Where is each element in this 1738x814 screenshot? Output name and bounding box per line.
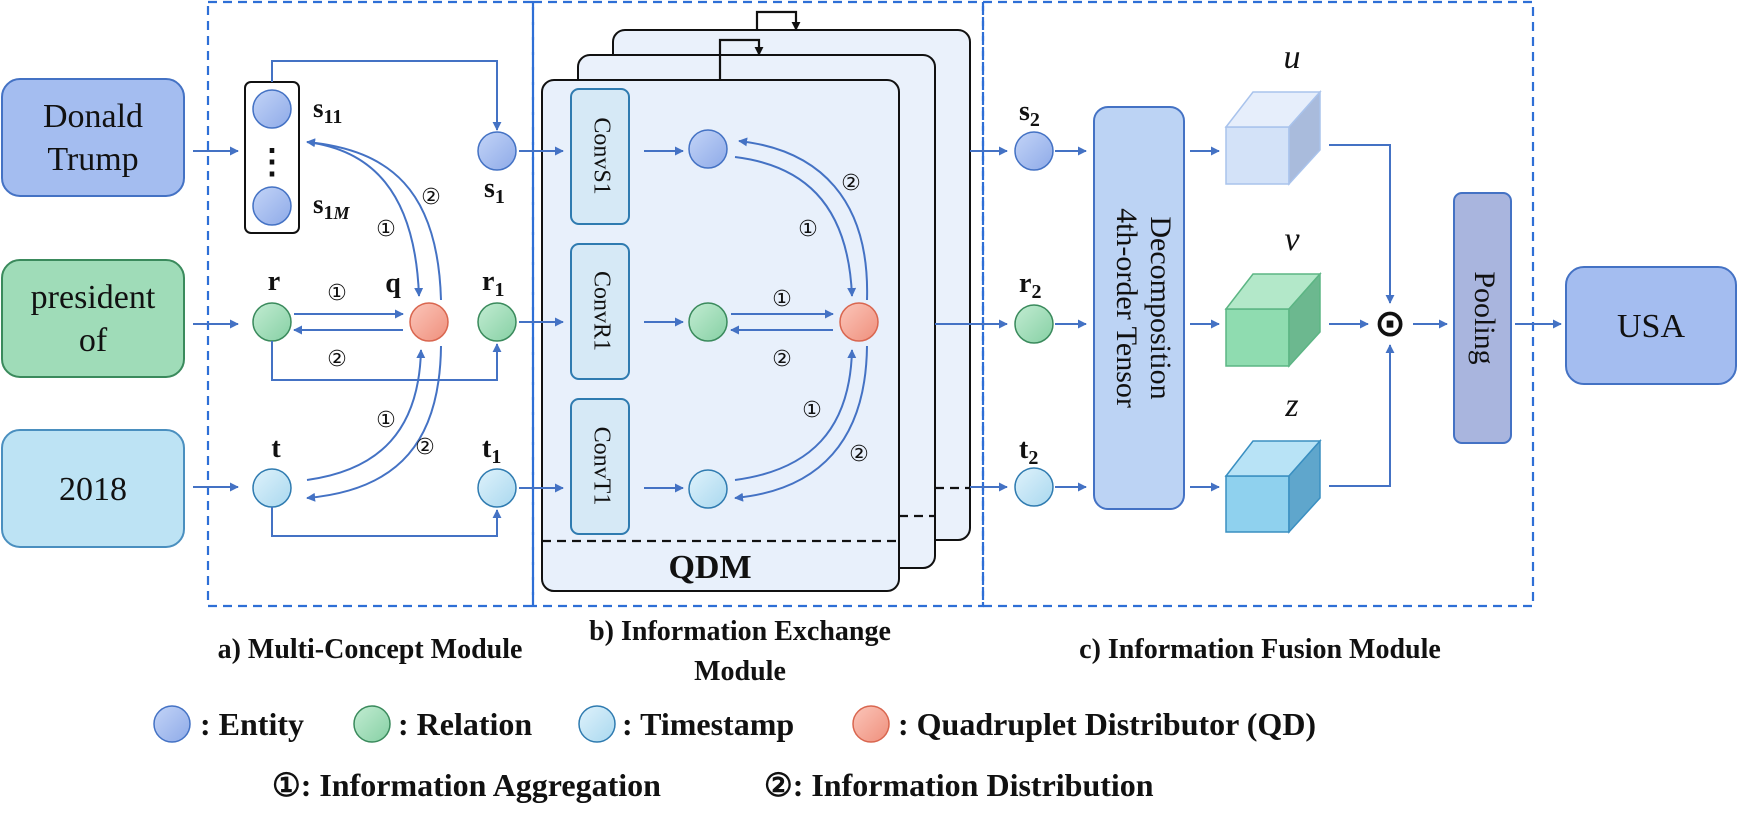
pooling-label: Pooling <box>1468 271 1501 364</box>
qdm-relation-node <box>688 302 728 342</box>
relation-node-r1 <box>477 302 517 342</box>
relation-node-r <box>252 302 292 342</box>
conv-r1-label: ConvR1 <box>588 271 614 351</box>
qd-node-q <box>409 302 449 342</box>
legend: : Entity : Relation : Timestamp : Quadru… <box>153 705 1316 803</box>
mark-1-sq: ① <box>376 217 396 242</box>
mark-1-rq: ① <box>327 281 347 306</box>
label-r: r <box>268 266 280 297</box>
tensor-cube-u <box>1224 90 1322 186</box>
legend-timestamp-swatch <box>578 705 616 743</box>
timestamp-node-t1 <box>477 468 517 508</box>
conv-s1-box <box>570 88 630 225</box>
mark-1-tq: ① <box>376 408 396 433</box>
label-s1M: s1M <box>313 189 351 224</box>
entity-node-s1 <box>477 131 517 171</box>
mark-2-tq: ② <box>415 435 435 460</box>
captions: a) Multi-Concept Module b) Information E… <box>218 616 1441 687</box>
legend-relation-label: : Relation <box>398 706 532 742</box>
relation-line-2: of <box>79 322 108 359</box>
qdm-mark-1-tq: ① <box>802 398 822 423</box>
caption-b-line-2: Module <box>694 656 786 687</box>
relation-line-1: president <box>31 279 156 316</box>
conv-t1-label: ConvT1 <box>588 427 614 506</box>
information-exchange-module: QDM ConvS1 ConvR1 ConvT1 <box>519 10 971 592</box>
subject-line-2: Trump <box>47 141 138 178</box>
legend-distribution: ②: Information Distribution <box>764 767 1154 803</box>
qdm-label: QDM <box>668 549 751 586</box>
qdm-timestamp-node <box>688 469 728 509</box>
label-t2: t2 <box>1019 434 1038 469</box>
caption-b-line-1: b) Information Exchange <box>589 616 891 647</box>
label-r1: r1 <box>482 266 504 301</box>
caption-c: c) Information Fusion Module <box>1079 634 1441 665</box>
label-s11: s11 <box>313 93 342 128</box>
information-fusion-module: s2 r2 t2 4th-order Tensor Decomposition … <box>935 39 1737 534</box>
hadamard-product-symbol: ⊙ <box>1374 301 1406 345</box>
output-label: USA <box>1617 308 1685 345</box>
label-u: u <box>1284 39 1301 76</box>
label-t1: t1 <box>482 433 501 468</box>
tensor-cube-z <box>1224 439 1322 534</box>
input-relation-box: president of <box>1 259 185 378</box>
output-box <box>1565 266 1737 385</box>
r-to-r1-arrow <box>271 341 502 381</box>
information-fusion-module-border <box>981 0 1535 608</box>
input-subject-box: Donald Trump <box>1 78 185 197</box>
caption-a: a) Multi-Concept Module <box>218 634 523 665</box>
multi-concept-module: ⋮ s11 s1M r q t ① ② ① ② ① ② s1 r1 t1 <box>244 60 517 537</box>
label-r2: r2 <box>1019 268 1041 303</box>
module-borders <box>206 0 1535 608</box>
stack-to-s1-arrow <box>271 60 502 131</box>
legend-entity-swatch <box>153 705 191 743</box>
label-q: q <box>385 268 401 299</box>
fusion-relation-node-r2 <box>1014 304 1054 344</box>
label-t: t <box>271 433 281 464</box>
conv-s1-label: ConvS1 <box>588 117 614 194</box>
qdm-entity-node <box>688 129 728 169</box>
qdm-mark-1-sq: ① <box>798 217 818 242</box>
decomp-line-2: Decomposition <box>1144 216 1177 399</box>
fusion-timestamp-node-t2 <box>1014 467 1054 507</box>
conv-t1-box <box>570 398 630 535</box>
t-to-t1-arrow <box>271 507 502 537</box>
decomp-line-1: 4th-order Tensor <box>1110 208 1143 408</box>
legend-timestamp-label: : Timestamp <box>622 706 794 742</box>
time-label: 2018 <box>59 471 127 508</box>
tensor-cube-v <box>1224 272 1322 368</box>
label-s2: s2 <box>1019 96 1040 131</box>
legend-entity-label: : Entity <box>200 706 304 742</box>
conv-r1-box <box>570 243 630 380</box>
qdm-mark-2-sq: ② <box>841 171 861 196</box>
mark-2-rq: ② <box>327 347 347 372</box>
qdm-mark-2-tq: ② <box>849 442 869 467</box>
qdm-mark-2-rq: ② <box>772 347 792 372</box>
qdm-mark-1-rq: ① <box>772 287 792 312</box>
label-z: z <box>1284 387 1298 424</box>
subject-line-1: Donald <box>43 98 143 135</box>
tensor-decomposition-box <box>1093 106 1185 510</box>
information-exchange-module-border <box>531 0 985 608</box>
legend-relation-swatch <box>353 705 391 743</box>
qdm-qd-node <box>839 302 879 342</box>
entity-node-s1M <box>252 186 292 226</box>
mark-2-sq: ② <box>421 185 441 210</box>
pooling-box <box>1453 192 1512 444</box>
fusion-entity-node-s2 <box>1014 131 1054 171</box>
entity-node-s11 <box>252 89 292 129</box>
timestamp-node-t <box>252 468 292 508</box>
input-arrows <box>193 146 239 492</box>
input-time-box: 2018 <box>1 429 185 548</box>
ellipsis-dots: ⋮ <box>255 144 289 181</box>
legend-qd-swatch <box>852 705 890 743</box>
legend-aggregation: ①: Information Aggregation <box>272 767 661 803</box>
label-s1: s1 <box>484 173 505 208</box>
legend-qd-label: : Quadruplet Distributor (QD) <box>898 706 1316 742</box>
label-v: v <box>1284 221 1300 258</box>
